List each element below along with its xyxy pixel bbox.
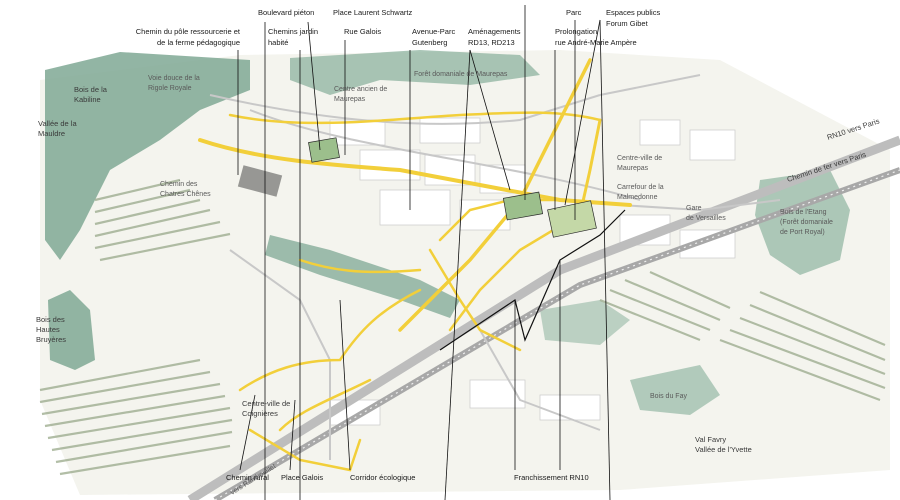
coignieres-paths bbox=[238, 288, 422, 472]
corridor-green bbox=[265, 235, 460, 318]
forest-north bbox=[290, 50, 540, 95]
label-chemin-chatres-1: Chemin des bbox=[160, 181, 198, 188]
forest-hautes-bruyeres bbox=[48, 290, 95, 370]
callout-parc: Parc bbox=[566, 8, 582, 17]
label-coignieres-2: Coignières bbox=[242, 409, 278, 418]
label-gare-1: Gare bbox=[686, 205, 702, 212]
label-voie-douce-2: Rigole Royale bbox=[148, 85, 192, 92]
forest-west bbox=[45, 52, 250, 260]
label-voie-douce-1: Voie douce de la bbox=[148, 75, 200, 82]
callout-chemin-pole-line1: Chemin du pôle ressourcerie et bbox=[136, 27, 241, 36]
boulevard-pieton-path bbox=[198, 138, 632, 207]
prolongation-ampere-path bbox=[578, 118, 602, 217]
label-foret-maurepas: Forêt domaniale de Maurepas bbox=[414, 71, 508, 78]
northern-axis-path bbox=[228, 111, 602, 125]
callout-prolongation-line2: rue André-Marie Ampère bbox=[555, 38, 637, 47]
label-bois-fay: Bois du Fay bbox=[650, 393, 687, 400]
label-bois-etang-2: (Forêt domaniale bbox=[780, 219, 833, 226]
railway bbox=[213, 167, 900, 500]
callout-labels: Chemin du pôle ressourcerie et de la fer… bbox=[136, 8, 661, 482]
label-hautes-bruyeres-1: Bois des bbox=[36, 315, 65, 324]
callout-chemin-pole-line2: de la ferme pédagogique bbox=[157, 38, 240, 47]
callout-avenue-parc-line2: Gutenberg bbox=[412, 38, 447, 47]
label-bois-etang-1: Bois de l'Etang bbox=[780, 209, 827, 216]
connection-path bbox=[448, 218, 572, 332]
callout-espaces-publics-line2: Forum Gibet bbox=[606, 19, 649, 28]
label-hautes-bruyeres-3: Bruyères bbox=[36, 335, 66, 344]
callout-amenagements-line1: Aménagements bbox=[468, 27, 521, 36]
label-val-favry-2: Vallée de l'Yvette bbox=[695, 445, 752, 454]
label-coignieres-1: Centre-ville de bbox=[242, 399, 290, 408]
callout-boulevard-pieton: Boulevard piéton bbox=[258, 8, 314, 17]
cultivated-fields-east bbox=[599, 270, 886, 402]
parc-area bbox=[547, 200, 597, 238]
rd13-path bbox=[428, 248, 522, 352]
label-hautes-bruyeres-2: Hautes bbox=[36, 325, 60, 334]
boulevard-pieton-area bbox=[237, 165, 283, 197]
label-chemin-chatres-2: Chatres Chênes bbox=[160, 191, 211, 198]
label-vallee-mauldre-1: Vallée de la bbox=[38, 119, 77, 128]
callout-avenue-parc-line1: Avenue-Parc bbox=[412, 27, 455, 36]
corridor-path bbox=[298, 258, 422, 274]
label-bois-kabiline-1: Bois de la bbox=[74, 85, 108, 94]
callout-place-galois: Place Galois bbox=[281, 473, 323, 482]
label-gare-2: de Versailles bbox=[686, 215, 726, 222]
label-carrefour-1: Carrefour de la bbox=[617, 184, 664, 191]
corridor-green-east bbox=[540, 300, 630, 345]
callout-chemins-jardin-line2: habité bbox=[268, 38, 288, 47]
place-laurent-schwartz-area bbox=[308, 137, 340, 163]
forest-fay bbox=[630, 365, 720, 415]
callout-amenagements-line2: RD13, RD213 bbox=[468, 38, 515, 47]
label-centre-ville-maurepas-1: Centre-ville de bbox=[617, 155, 662, 162]
callout-chemins-jardin-line1: Chemins jardin bbox=[268, 27, 318, 36]
callout-rue-galois: Rue Galois bbox=[344, 27, 381, 36]
callout-prolongation-line1: Prolongation bbox=[555, 27, 597, 36]
callout-espaces-publics-line1: Espaces publics bbox=[606, 8, 660, 17]
label-vallee-mauldre-2: Mauldre bbox=[38, 129, 65, 138]
callout-place-laurent: Place Laurent Schwartz bbox=[333, 8, 412, 17]
label-centre-ancien-1: Centre ancien de bbox=[334, 86, 387, 93]
cultivated-fields-west bbox=[39, 178, 233, 476]
avenue-parc-path bbox=[398, 58, 592, 332]
landscape bbox=[39, 50, 890, 495]
callout-corridor: Corridor écologique bbox=[350, 473, 415, 482]
public-spaces bbox=[237, 137, 597, 238]
label-bois-kabiline-2: Kabiline bbox=[74, 95, 101, 104]
callout-franchissement: Franchissement RN10 bbox=[514, 473, 589, 482]
callout-chemin-rural: Chemin rural bbox=[226, 473, 269, 482]
forum-gibet-area bbox=[502, 191, 544, 221]
label-centre-ancien-2: Maurepas bbox=[334, 96, 366, 103]
label-val-favry-1: Val Favry bbox=[695, 435, 726, 444]
label-centre-ville-maurepas-2: Maurepas bbox=[617, 165, 649, 172]
label-carrefour-2: Malmedonne bbox=[617, 194, 658, 201]
label-bois-etang-3: de Port Royal) bbox=[780, 229, 825, 236]
callout-pointers bbox=[237, 5, 611, 500]
